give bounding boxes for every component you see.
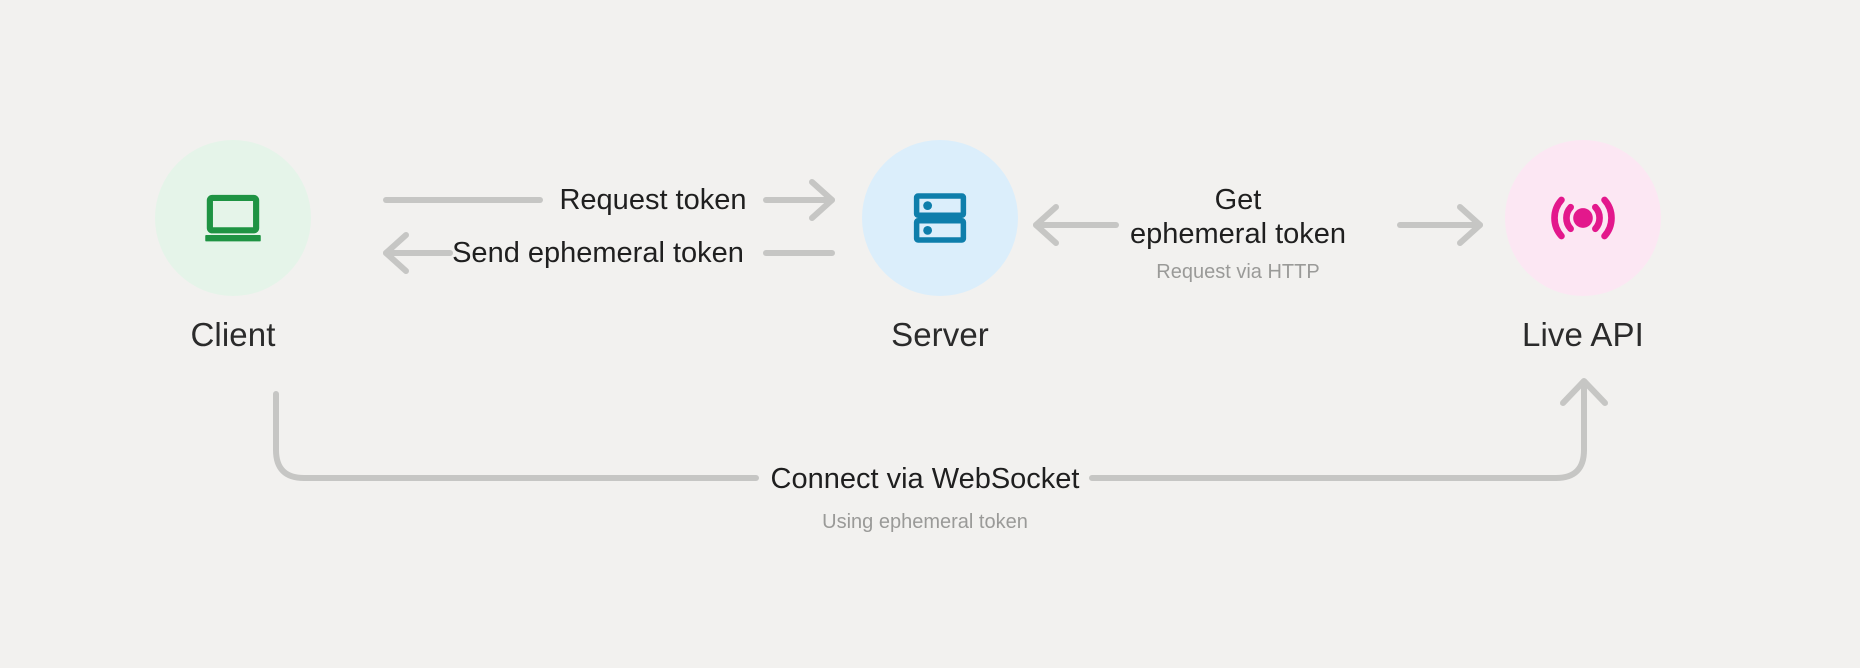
edge-label-send-ephemeral-token: Send ephemeral token (452, 237, 744, 269)
node-client-circle (155, 140, 311, 296)
edge-get-token-arrow-right (1397, 204, 1483, 246)
server-icon (913, 193, 967, 243)
edge-label-get-token-line1: Get (1214, 184, 1262, 216)
edge-label-get-token-line2: ephemeral token (1129, 218, 1347, 251)
node-server-label: Server (891, 316, 989, 353)
edge-label-connect-via-websocket: Connect via WebSocket Using ephemeral to… (760, 462, 1090, 534)
edge-sublabel-using-ephemeral-token: Using ephemeral token (822, 511, 1028, 534)
node-live-api[interactable]: Live API (1488, 140, 1678, 351)
edge-label-websocket-main: Connect via WebSocket (770, 463, 1080, 495)
node-server[interactable]: Server (845, 140, 1035, 351)
edge-label-request-token: Request token (559, 184, 747, 216)
node-client[interactable]: Client (138, 140, 328, 351)
edge-get-token-arrow-left (1033, 204, 1119, 246)
node-client-label: Client (190, 316, 276, 353)
edge-label-get-ephemeral-token: Get ephemeral token Request via HTTP (1118, 183, 1358, 284)
laptop-icon (205, 194, 261, 242)
node-live-api-circle (1505, 140, 1661, 296)
broadcast-icon (1551, 196, 1615, 240)
node-server-circle (862, 140, 1018, 296)
edge-send-token-arrow (383, 232, 835, 274)
edge-websocket-path (273, 378, 1608, 481)
edge-sublabel-request-via-http: Request via HTTP (1156, 261, 1320, 284)
node-live-api-label: Live API (1522, 316, 1644, 353)
edge-request-token-arrow (383, 179, 835, 221)
